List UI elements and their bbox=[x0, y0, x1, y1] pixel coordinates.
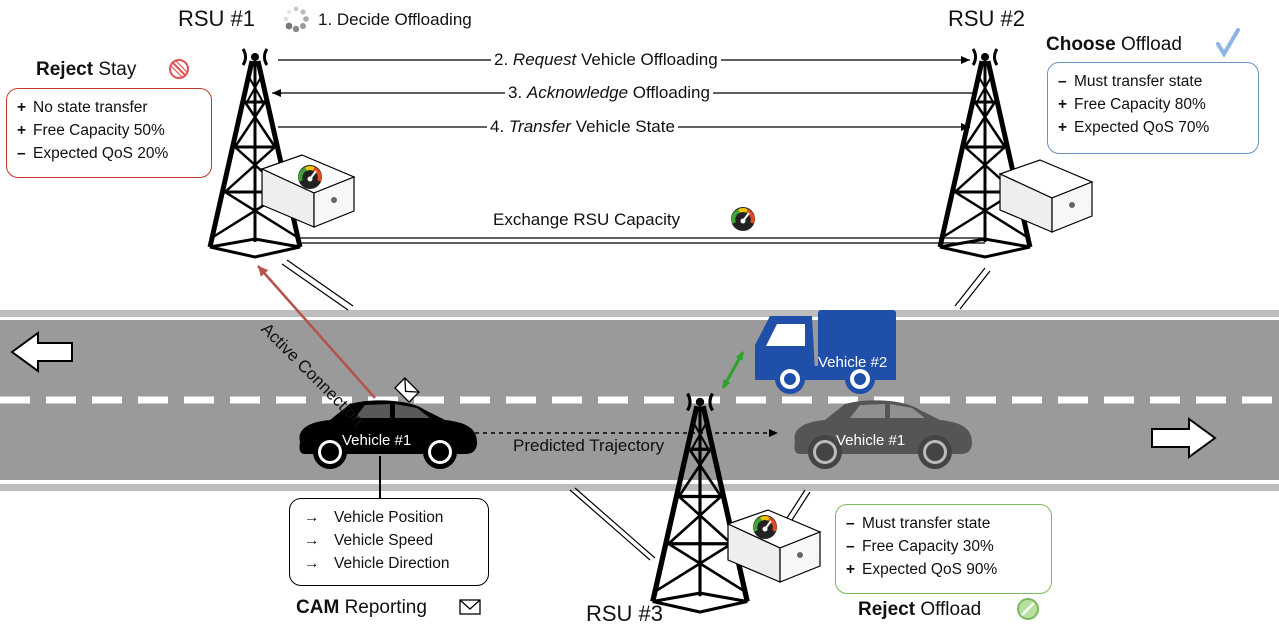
rsu2-item: +Expected QoS 70% bbox=[1058, 119, 1210, 136]
cam-reporting-title: CAM Reporting bbox=[296, 597, 427, 618]
rsu3-capacity-gauge-icon bbox=[751, 513, 779, 541]
rsu1-capacity-gauge-icon bbox=[296, 163, 324, 191]
wired-link-rsu1-road bbox=[281, 259, 354, 311]
rsu3-label: RSU #3 bbox=[586, 601, 664, 626]
rsu1-item: –Expected QoS 20% bbox=[17, 145, 169, 162]
rsu3-item: –Free Capacity 30% bbox=[846, 538, 994, 555]
step2-request-label: 2. Request Vehicle Offloading bbox=[491, 51, 721, 68]
rsu2-decision-header: Choose Offload bbox=[1046, 34, 1182, 55]
wired-link-rsu2-road bbox=[954, 267, 991, 310]
rsu1-item: +Free Capacity 50% bbox=[17, 122, 165, 139]
road-edge-top bbox=[0, 310, 1279, 317]
step1-decide-offloading: 1. Decide Offloading bbox=[318, 10, 472, 29]
rsu3-item: –Must transfer state bbox=[846, 515, 991, 532]
exchange-capacity-gauge-icon bbox=[729, 205, 757, 233]
v2v-link-arrow bbox=[721, 351, 745, 389]
step3-acknowledge-label: 3. Acknowledge Offloading bbox=[505, 84, 713, 101]
vehicle2-truck-icon bbox=[755, 310, 896, 394]
active-connection-arrow bbox=[257, 265, 376, 399]
wired-link-rsu1-rsu2 bbox=[300, 237, 985, 244]
choose-offload-check-icon bbox=[1216, 28, 1240, 58]
wired-link-rsu3-left bbox=[569, 487, 656, 561]
rsu1-tower-icon bbox=[210, 49, 300, 257]
rsu2-decision-box: –Must transfer state +Free Capacity 80% … bbox=[1047, 62, 1259, 154]
rsu2-tower-icon bbox=[940, 49, 1030, 257]
exchange-capacity-label: Exchange RSU Capacity bbox=[493, 210, 681, 229]
vehicle1-predicted-label: Vehicle #1 bbox=[836, 432, 906, 449]
reject-offload-icon bbox=[1017, 598, 1039, 620]
rsu1-decision-box: +No state transfer +Free Capacity 50% –E… bbox=[6, 88, 212, 178]
rsu1-label: RSU #1 bbox=[178, 6, 256, 31]
cam-report-box: →Vehicle Position →Vehicle Speed →Vehicl… bbox=[289, 498, 489, 586]
rsu2-item: –Must transfer state bbox=[1058, 73, 1203, 90]
cam-envelope-icon bbox=[459, 599, 481, 615]
left-direction-icon bbox=[10, 331, 73, 373]
rsu2-server-icon bbox=[999, 159, 1093, 233]
rsu3-item: +Expected QoS 90% bbox=[846, 561, 998, 578]
vehicle1-predicted-car-icon bbox=[794, 400, 972, 469]
cam-item: →Vehicle Position bbox=[304, 509, 444, 526]
rsu3-decision-header: Reject Offload bbox=[858, 599, 982, 620]
cam-item: →Vehicle Direction bbox=[304, 555, 450, 572]
vehicle1-label: Vehicle #1 bbox=[342, 432, 412, 449]
rsu2-label: RSU #2 bbox=[948, 6, 1026, 31]
vehicle2-label: Vehicle #2 bbox=[818, 354, 888, 371]
step4-transfer-label: 4. Transfer Vehicle State bbox=[487, 118, 678, 135]
rsu1-decision-header: Reject Stay bbox=[36, 59, 137, 80]
right-direction-icon bbox=[1151, 417, 1217, 459]
cam-item: →Vehicle Speed bbox=[304, 532, 434, 549]
rsu3-decision-box: –Must transfer state –Free Capacity 30% … bbox=[835, 504, 1052, 594]
rsu2-item: +Free Capacity 80% bbox=[1058, 96, 1206, 113]
rsu1-item: +No state transfer bbox=[17, 99, 148, 116]
predicted-trajectory-label: Predicted Trajectory bbox=[511, 436, 667, 455]
road-edge-bottom bbox=[0, 484, 1279, 491]
processing-spinner-icon bbox=[283, 6, 309, 33]
reject-stay-icon bbox=[169, 59, 189, 79]
